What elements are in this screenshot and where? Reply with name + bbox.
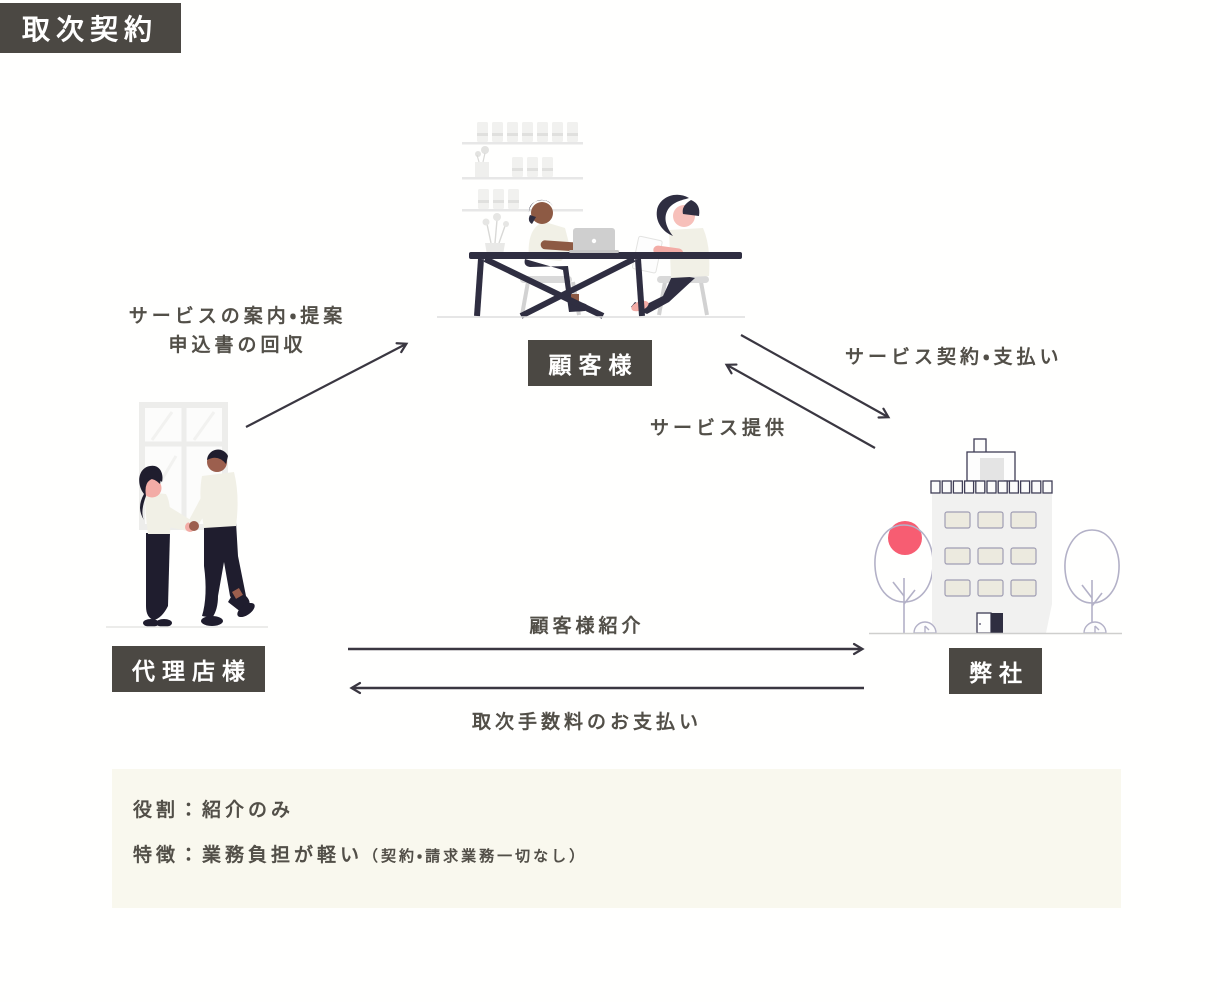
building-body: [930, 438, 1053, 634]
node-customer-label: 顧客様: [548, 352, 639, 379]
summary-feature: 特徴：業務負担が軽い（契約・請求業務一切なし）: [133, 840, 587, 867]
page-title-label: 取次契約: [22, 13, 159, 46]
two-people-handshake-icon: [106, 402, 268, 628]
person-man: [188, 449, 255, 626]
two-people-meeting-at-table-icon: [437, 122, 745, 319]
summary-feature-note: （契約・請求業務一切なし）: [363, 847, 588, 865]
flow-label-service-provision: サービス提供: [650, 417, 789, 439]
pink-circle-icon: [888, 521, 922, 555]
flow-label-contract-payment: サービス契約・支払い: [845, 346, 1063, 368]
door-icon: [976, 612, 992, 634]
summary-role: 役割：紹介のみ: [133, 799, 295, 821]
table-icon: [469, 252, 742, 319]
flow-label-proposal-line1: サービスの案内・提案: [128, 305, 347, 327]
node-agency-label: 代理店様: [132, 658, 252, 685]
person-woman: [139, 465, 195, 627]
bush-icon: [913, 621, 1107, 634]
node-company-label: 弊社: [969, 660, 1029, 687]
flow-label-proposal-line2: 申込書の回収: [168, 334, 307, 356]
door-icon: [991, 613, 1003, 633]
summary-box: 役割：紹介のみ 特徴：業務負担が軽い（契約・請求業務一切なし）: [112, 769, 1121, 908]
office-building-icon: [869, 438, 1122, 635]
tree-icon: [1064, 529, 1120, 634]
flow-label-customer-referral: 顧客様紹介: [529, 615, 645, 637]
node-agency: 代理店様: [112, 646, 265, 692]
node-company: 弊社: [949, 648, 1042, 694]
page-title: 取次契約: [0, 3, 181, 53]
flow-label-proposal: サービスの案内・提案 申込書の回収: [105, 302, 370, 360]
flow-label-agency-fee: 取次手数料のお支払い: [471, 711, 702, 733]
summary-feature-main: 特徴：業務負担が軽い: [133, 844, 364, 866]
node-customer: 顧客様: [528, 340, 652, 386]
laptop-icon: [569, 228, 619, 253]
table-plant-icon: [482, 213, 509, 255]
shelf-icon: [462, 122, 583, 212]
tree-icon: [874, 524, 934, 634]
